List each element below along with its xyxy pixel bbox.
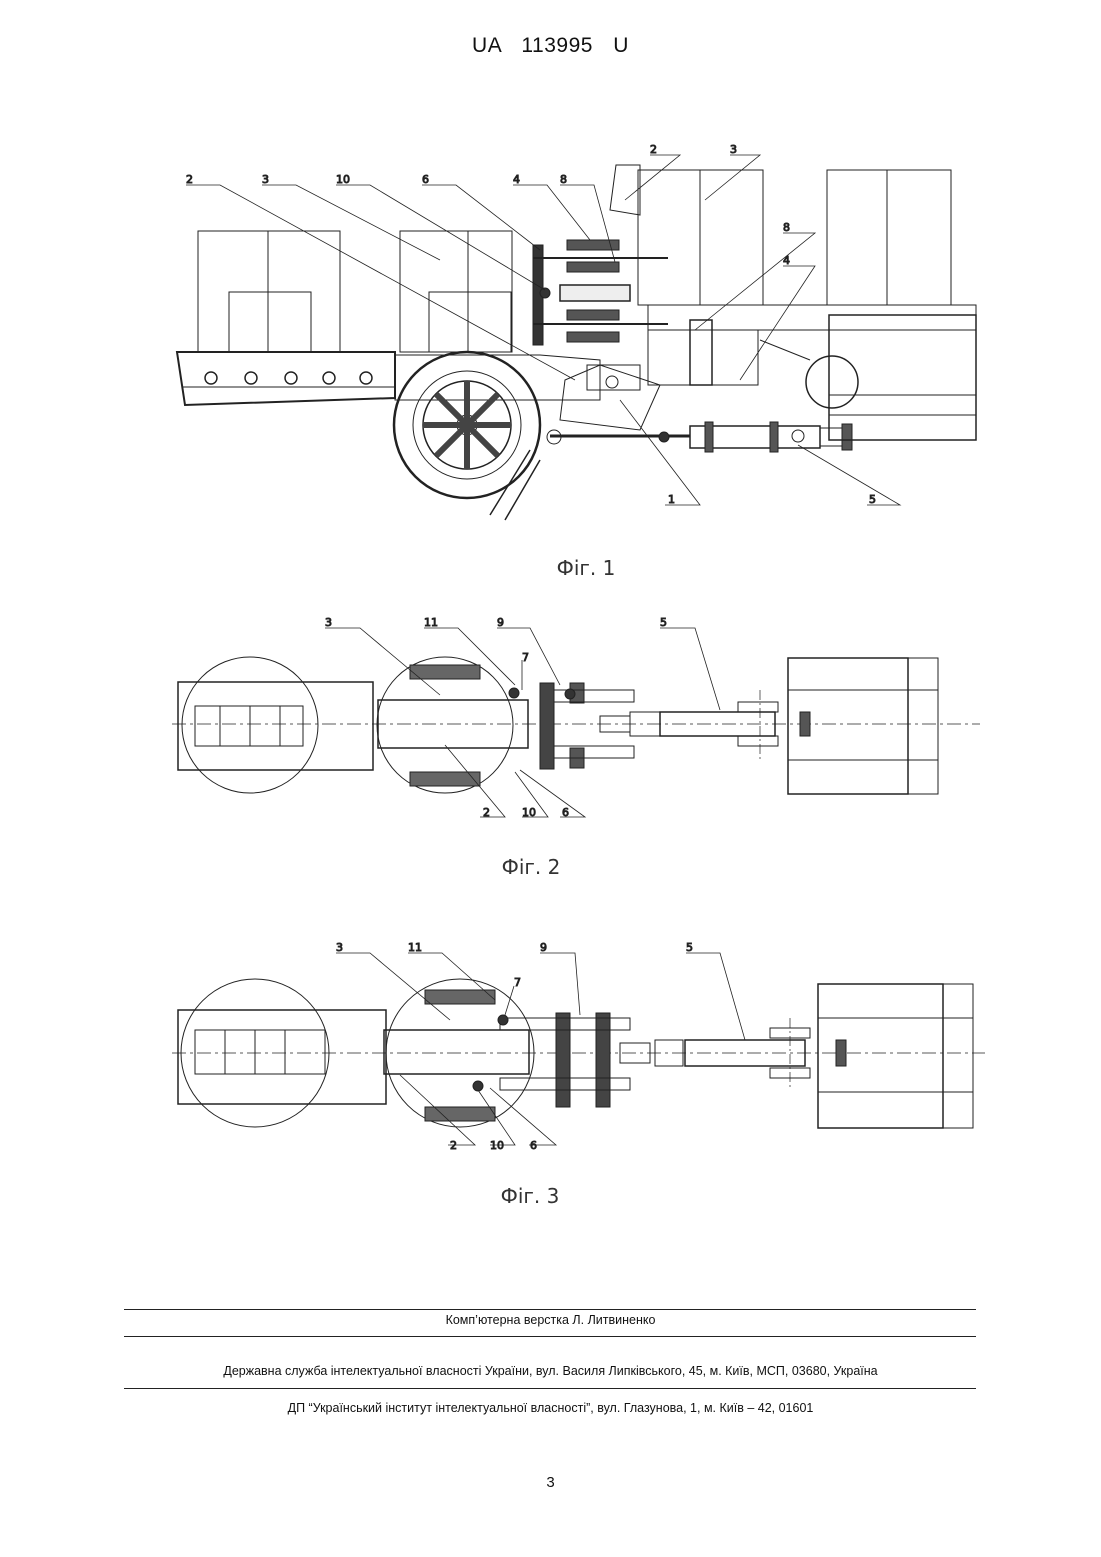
fig3-callout-11: 11 <box>408 941 422 954</box>
page-number: 3 <box>0 1474 1101 1491</box>
fig3-callout-6: 6 <box>530 1139 537 1152</box>
fig3-callout-7: 7 <box>514 976 521 989</box>
figure-3-caption: Фіг. 3 <box>430 1184 630 1208</box>
fig3-callout-10: 10 <box>490 1139 504 1152</box>
fig3-callout-3: 3 <box>336 941 343 954</box>
agency-address: Державна служба інтелектуальної власност… <box>0 1364 1101 1378</box>
institute-address: ДП “Український інститут інтелектуальної… <box>0 1401 1101 1415</box>
footer-rule-bottom <box>124 1388 976 1389</box>
figure-3-drawing: 3 11 9 5 7 2 10 6 <box>0 0 1101 1170</box>
typesetting-credit: Комп’ютерна верстка Л. Литвиненко <box>0 1313 1101 1327</box>
footer-rule-middle <box>124 1336 976 1337</box>
footer-rule-top <box>124 1309 976 1310</box>
fig3-callout-2: 2 <box>450 1139 457 1152</box>
fig3-callout-9: 9 <box>540 941 547 954</box>
fig3-callout-5: 5 <box>686 941 693 954</box>
